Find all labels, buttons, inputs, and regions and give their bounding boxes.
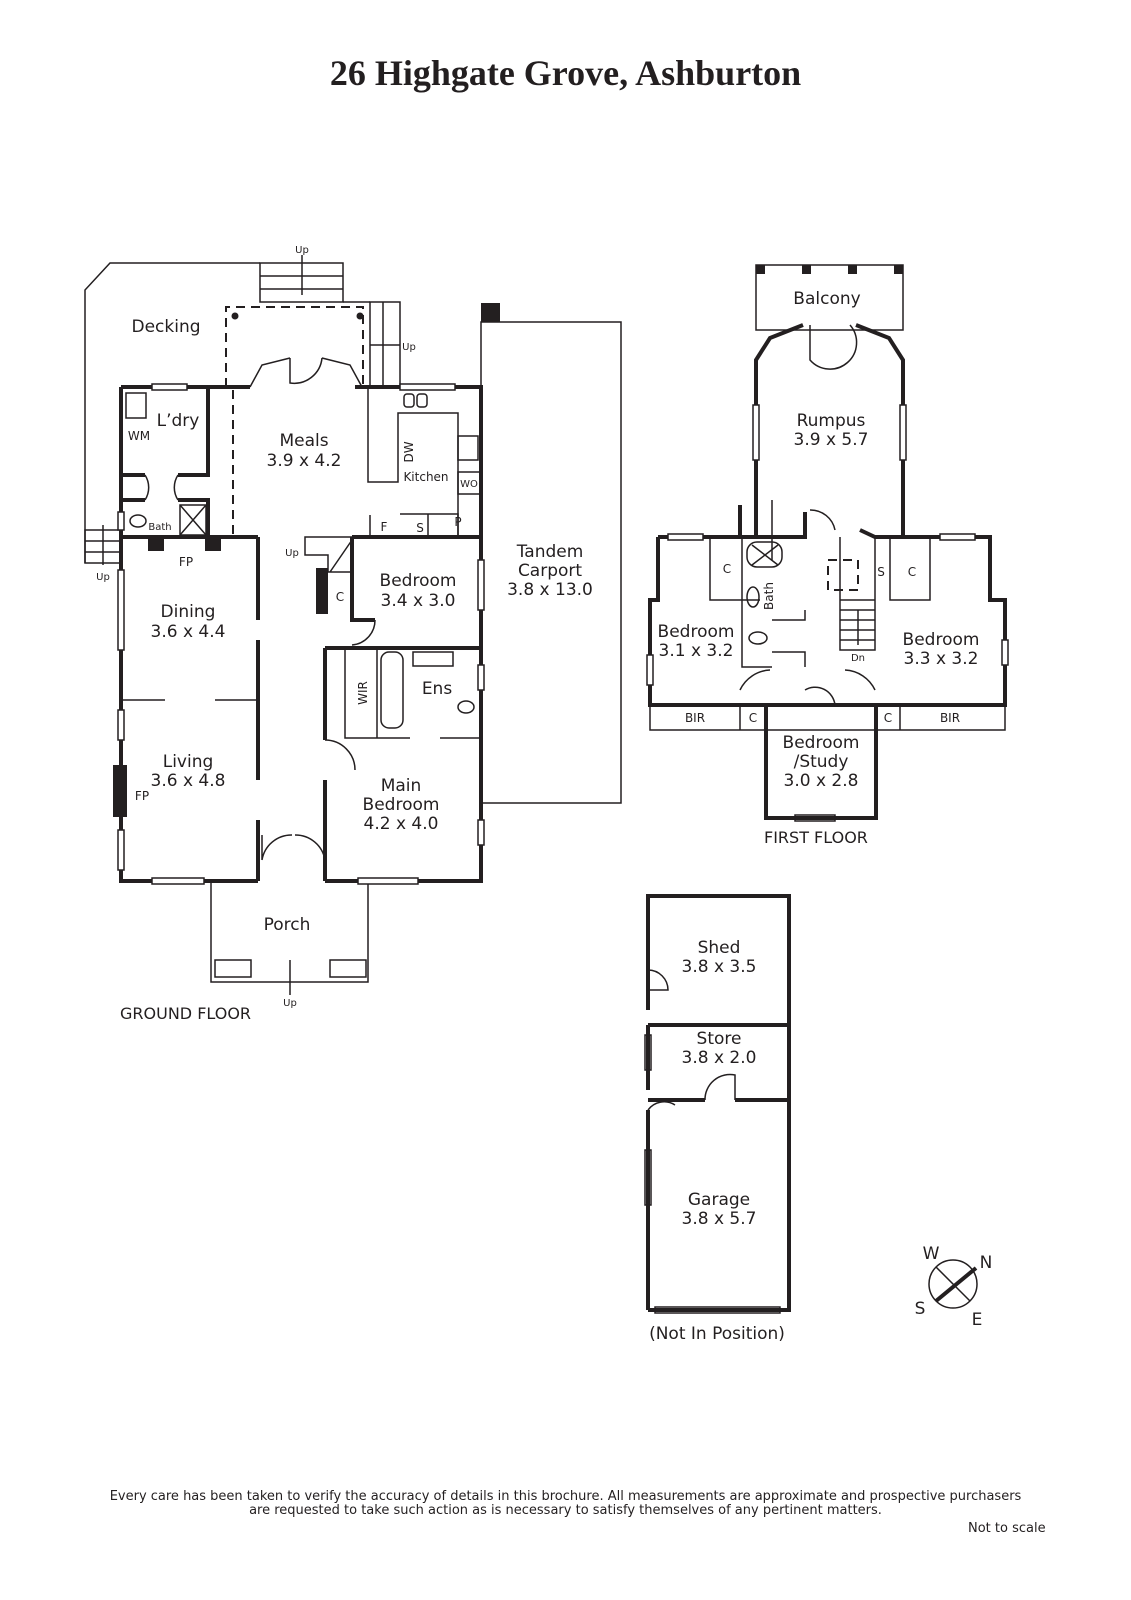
- page-title: 26 Highgate Grove, Ashburton: [329, 53, 802, 93]
- closet-label: C: [884, 711, 892, 725]
- bir-label: BIR: [940, 711, 960, 725]
- carport-dim: 3.8 x 13.0: [507, 580, 593, 600]
- garage-label: Garage: [688, 1190, 750, 1210]
- bedroom-label: Bedroom: [380, 571, 457, 591]
- down-label: Dn: [851, 653, 865, 664]
- wm-label: WM: [128, 429, 150, 443]
- compass-s: S: [915, 1299, 926, 1319]
- decking-label: Decking: [131, 317, 200, 337]
- compass-w: W: [923, 1244, 940, 1264]
- meals-label: Meals: [279, 431, 328, 451]
- shed-label: Shed: [698, 938, 741, 958]
- disclaimer: Every care has been taken to verify the …: [0, 1490, 1131, 1518]
- bedroom-right-dim: 3.3 x 3.2: [904, 649, 979, 669]
- rumpus-label: Rumpus: [797, 411, 866, 431]
- disclaimer-line-1: Every care has been taken to verify the …: [109, 1489, 1022, 1504]
- study-label-2: /Study: [794, 752, 849, 772]
- garage-dim: 3.8 x 5.7: [682, 1209, 757, 1229]
- bedroom-dim: 3.4 x 3.0: [381, 591, 456, 611]
- compass-e: E: [972, 1310, 983, 1330]
- closet-label: C: [723, 562, 731, 576]
- store-label: Store: [697, 1029, 742, 1049]
- porch-label: Porch: [264, 915, 311, 935]
- dining-label: Dining: [161, 602, 216, 622]
- bath-label: Bath: [148, 522, 171, 533]
- dw-label: DW: [402, 441, 416, 462]
- store-dim: 3.8 x 2.0: [682, 1048, 757, 1068]
- bedroom-left-label: Bedroom: [658, 622, 735, 642]
- ground-floor: Decking L’dry WM Bath FP Meals 3.9 x 4.2…: [84, 245, 622, 1023]
- wir-label: WIR: [356, 681, 370, 705]
- up-label: Up: [402, 342, 416, 353]
- not-in-position-note: (Not In Position): [649, 1324, 785, 1344]
- bay-windows: [249, 357, 363, 388]
- living-label: Living: [163, 752, 214, 772]
- carport-label-2: Carport: [518, 561, 582, 581]
- first-floor-label: FIRST FLOOR: [764, 828, 868, 847]
- study-dim: 3.0 x 2.8: [784, 771, 859, 791]
- compass-n: N: [980, 1253, 993, 1273]
- bedroom-left-dim: 3.1 x 3.2: [659, 641, 734, 661]
- fridge-label: F: [381, 520, 388, 534]
- carport-label-1: Tandem: [516, 542, 584, 562]
- not-to-scale: Not to scale: [968, 1521, 1046, 1536]
- wo-label: WO: [460, 479, 478, 490]
- meals-dim: 3.9 x 4.2: [267, 451, 342, 471]
- balcony-label: Balcony: [793, 289, 860, 309]
- fp2-label: FP: [135, 789, 149, 803]
- outbuildings: Shed 3.8 x 3.5 Store 3.8 x 2.0 Garage 3.…: [644, 894, 791, 1344]
- kitchen-label: Kitchen: [403, 470, 448, 484]
- living-dim: 3.6 x 4.8: [151, 771, 226, 791]
- fp-label: FP: [179, 555, 193, 569]
- rumpus-dim: 3.9 x 5.7: [794, 430, 869, 450]
- disclaimer-line-2: are requested to take such action as is …: [249, 1503, 882, 1518]
- laundry-label: L’dry: [157, 411, 200, 431]
- compass-icon: W N S E: [915, 1244, 993, 1330]
- sink-label: S: [416, 521, 424, 535]
- main-bedroom-label-1: Main: [381, 776, 422, 796]
- bir-label: BIR: [685, 711, 705, 725]
- up-label: Up: [285, 548, 299, 559]
- bath-label: Bath: [762, 582, 776, 610]
- ens-label: Ens: [422, 679, 453, 699]
- up-label: Up: [96, 572, 110, 583]
- main-bedroom-label-2: Bedroom: [363, 795, 440, 815]
- pantry-label: P: [454, 515, 461, 529]
- up-label: Up: [283, 998, 297, 1009]
- closet-label: C: [336, 590, 344, 604]
- closet-label: C: [908, 565, 916, 579]
- dining-dim: 3.6 x 4.4: [151, 622, 226, 642]
- shed-dim: 3.8 x 3.5: [682, 957, 757, 977]
- first-floor: Balcony Rumpus 3.9 x 5.7 C C S Bath Dn B…: [646, 264, 1009, 847]
- study-label-1: Bedroom: [783, 733, 860, 753]
- ground-floor-label: GROUND FLOOR: [120, 1004, 251, 1023]
- up-label: Up: [295, 245, 309, 256]
- storage-label: S: [877, 565, 885, 579]
- closet-label: C: [749, 711, 757, 725]
- pergola: [225, 306, 364, 387]
- main-bedroom-dim: 4.2 x 4.0: [364, 814, 439, 834]
- bedroom-right-label: Bedroom: [903, 630, 980, 650]
- decking-outline: [84, 262, 260, 563]
